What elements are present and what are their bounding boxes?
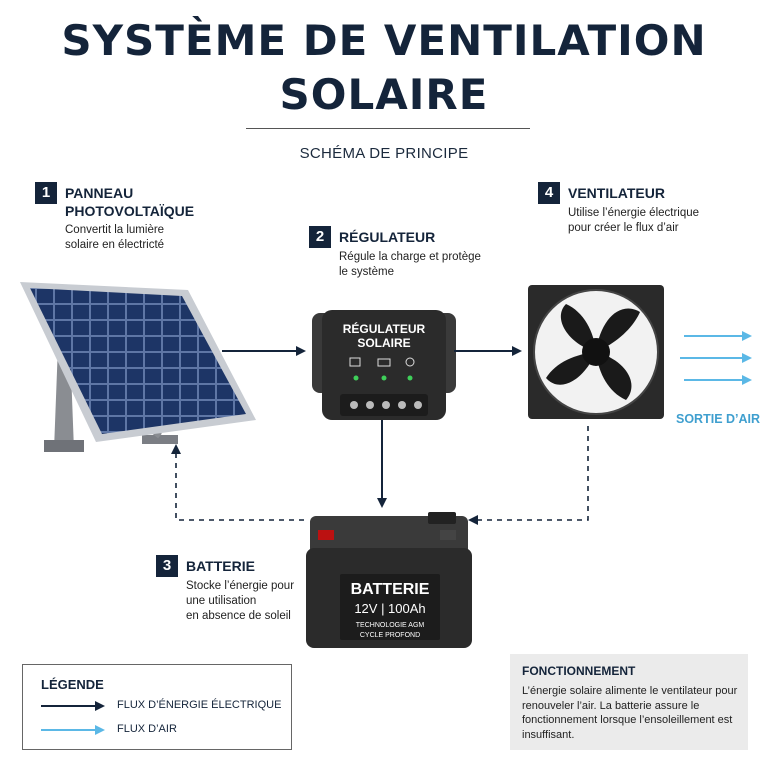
battery-label: BATTERIE 12V | 100Ah TECHNOLOGIE AGM CYC… <box>340 580 440 641</box>
flow-battery-to-panel <box>171 444 304 521</box>
legend-item-electric: FLUX D’ÉNERGIE ÉLECTRIQUE <box>117 699 282 711</box>
legend-title: LÉGENDE <box>41 677 104 692</box>
regulator-icon <box>312 310 456 420</box>
regulator-label: RÉGULATEUR SOLAIRE <box>322 322 446 350</box>
step-title: PANNEAU PHOTOVOLTAÏQUE <box>65 185 195 219</box>
info-text: L’énergie solaire alimente le ventilateu… <box>522 685 738 741</box>
step-number: 1 <box>35 182 57 204</box>
battery-label-tech2: CYCLE PROFOND <box>359 632 421 639</box>
step-number: 2 <box>309 226 331 248</box>
step-number: 4 <box>538 182 560 204</box>
battery-icon <box>306 512 472 648</box>
info-title: FONCTIONNEMENT <box>522 664 636 678</box>
legend-box: LÉGENDE FLUX D’ÉNERGIE ÉLECTRIQUE FLUX D… <box>22 664 292 750</box>
title-divider <box>246 128 530 129</box>
air-output-label: SORTIE D’AIR <box>676 412 761 426</box>
step-number: 3 <box>156 555 178 577</box>
step-description: Stocke l’énergie pour une utilisation en… <box>186 580 295 622</box>
regulator-label-line1: RÉGULATEUR <box>342 322 426 336</box>
page-subtitle: SCHÉMA DE PRINCIPE <box>299 145 469 162</box>
step-title: BATTERIE <box>186 558 255 574</box>
page-title: SYSTÈME DE VENTILATION SOLAIRE <box>61 16 707 119</box>
step-description: Utilise l’énergie électrique pour créer … <box>568 207 700 234</box>
battery-label-name: BATTERIE <box>350 581 430 598</box>
battery-label-spec: 12V | 100Ah <box>354 601 426 616</box>
flow-fan-to-battery <box>468 426 589 525</box>
step-description: Régule la charge et protège le système <box>339 251 481 278</box>
regulator-label-line2: SOLAIRE <box>357 336 411 350</box>
legend-item-air: FLUX D’AIR <box>117 723 177 735</box>
battery-label-tech1: TECHNOLOGIE AGM <box>355 622 425 629</box>
step-title: VENTILATEUR <box>568 185 665 201</box>
legend-arrows <box>41 701 105 735</box>
step-title: RÉGULATEUR <box>339 229 436 245</box>
info-box: FONCTIONNEMENT L’énergie solaire aliment… <box>510 654 748 750</box>
step-description: Convertit la lumière solaire en électric… <box>65 224 165 251</box>
fan-icon <box>528 285 664 419</box>
solar-panel-icon <box>20 282 256 452</box>
